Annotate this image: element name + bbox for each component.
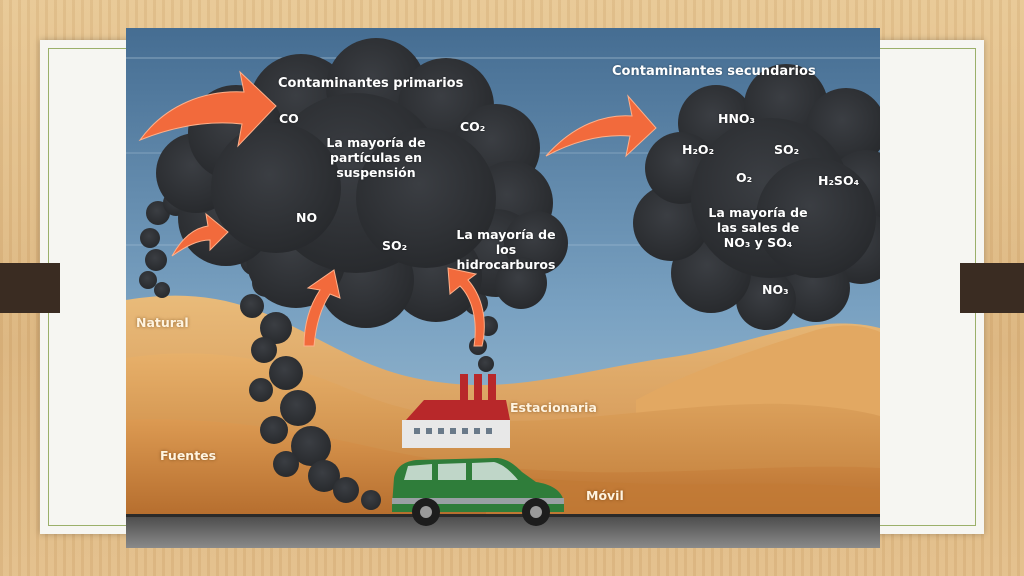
road — [126, 516, 880, 548]
factory-up-arrow — [447, 267, 485, 347]
label-co: CO — [279, 111, 299, 126]
factory-roof — [406, 400, 510, 420]
label-so2-secondary: SO₂ — [774, 142, 800, 157]
diagram-art — [126, 28, 880, 548]
label-h2so4: H₂SO₄ — [818, 173, 860, 188]
natural-up-arrow — [171, 212, 229, 257]
arrows — [138, 70, 657, 347]
factory-windows — [414, 428, 492, 434]
label-no3: NO₃ — [762, 282, 789, 297]
label-o2: O₂ — [736, 170, 753, 185]
left-edge-tab — [0, 263, 60, 313]
chimney — [460, 374, 468, 404]
secondary-pollutants-cloud — [633, 64, 880, 330]
factory — [402, 374, 510, 448]
chimney — [488, 374, 496, 404]
chimney — [474, 374, 482, 404]
label-fuentes: Fuentes — [160, 448, 217, 463]
road-edge — [126, 514, 880, 517]
secondary-pollutants-title: Contaminantes secundarios — [612, 64, 816, 79]
pollution-diagram: Contaminantes primarios CO CO₂ La mayorí… — [126, 28, 880, 548]
label-so2-primary: SO₂ — [382, 238, 408, 253]
label-movil: Móvil — [586, 488, 624, 503]
car-window — [472, 462, 518, 480]
label-co2: CO₂ — [460, 119, 486, 134]
label-hydrocarbons: La mayoría de los hidrocarburos — [456, 227, 556, 272]
label-h2o2: H₂O₂ — [682, 142, 715, 157]
label-particles: La mayoría de partículas en suspensión — [326, 135, 426, 180]
car-window — [404, 464, 432, 480]
right-edge-tab — [960, 263, 1024, 313]
label-hno3: HNO₃ — [718, 111, 756, 126]
car — [392, 458, 564, 526]
to-secondary-arrow — [545, 94, 657, 158]
primary-pollutants-title: Contaminantes primarios — [278, 76, 464, 91]
big-incoming-arrow — [138, 70, 277, 148]
label-estacionaria: Estacionaria — [510, 400, 597, 415]
primary-pollutants-cloud — [156, 38, 568, 328]
label-natural: Natural — [136, 315, 189, 330]
label-salts: La mayoría de las sales de NO₃ y SO₄ — [708, 205, 808, 250]
car-bumper-strip — [392, 498, 564, 504]
label-no: NO — [296, 210, 318, 225]
exhaust-up-arrow — [303, 269, 341, 347]
car-window — [438, 463, 466, 480]
